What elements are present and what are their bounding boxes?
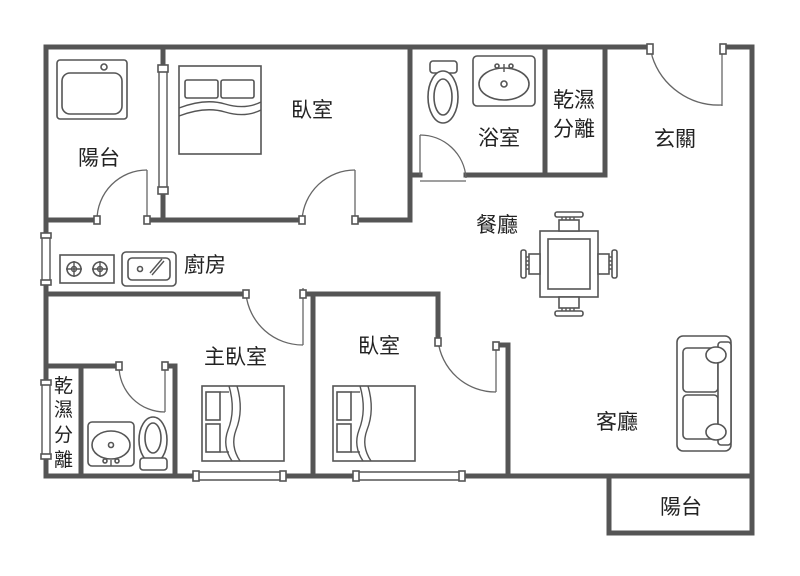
master-bed-icon	[201, 385, 285, 462]
bed-icon	[178, 65, 262, 155]
kitchen-sink-icon	[121, 251, 177, 287]
walls	[43, 44, 755, 536]
label-kitchen: 廚房	[184, 253, 226, 277]
stove-icon	[59, 254, 115, 284]
label-wet-dry-side-2: 濕	[54, 399, 73, 421]
label-living-room: 客廳	[596, 410, 638, 434]
master-sink-icon	[87, 421, 135, 467]
label-wet-dry-top-2: 分離	[553, 117, 595, 141]
room-labels: 陽台 臥室 浴室 乾濕 分離 玄關 餐廳 廚房 主臥室 臥室 乾 濕 分 離 客…	[54, 88, 702, 519]
sofa-icon	[676, 335, 732, 452]
bed-middle-icon	[332, 385, 416, 462]
label-balcony-top: 陽台	[78, 146, 120, 170]
label-balcony-bottom: 陽台	[660, 495, 702, 519]
toilet-icon	[427, 60, 459, 124]
label-dining: 餐廳	[476, 213, 518, 237]
sink-icon	[472, 55, 536, 107]
label-bedroom-middle: 臥室	[358, 334, 400, 358]
label-wet-dry-side-1: 乾	[54, 375, 73, 397]
label-wet-dry-side-4: 離	[54, 449, 73, 471]
master-toilet-icon	[138, 416, 168, 471]
windows	[40, 64, 466, 482]
utility-sink-icon	[56, 59, 128, 120]
label-bedroom-top: 臥室	[291, 98, 333, 122]
label-bathroom: 浴室	[478, 126, 520, 150]
dining-table-icon	[520, 211, 618, 317]
label-wet-dry-side-3: 分	[54, 424, 73, 446]
label-entrance: 玄關	[654, 127, 696, 151]
label-master-bedroom: 主臥室	[204, 345, 267, 369]
label-wet-dry-top-1: 乾濕	[553, 88, 595, 112]
doors	[93, 43, 727, 413]
